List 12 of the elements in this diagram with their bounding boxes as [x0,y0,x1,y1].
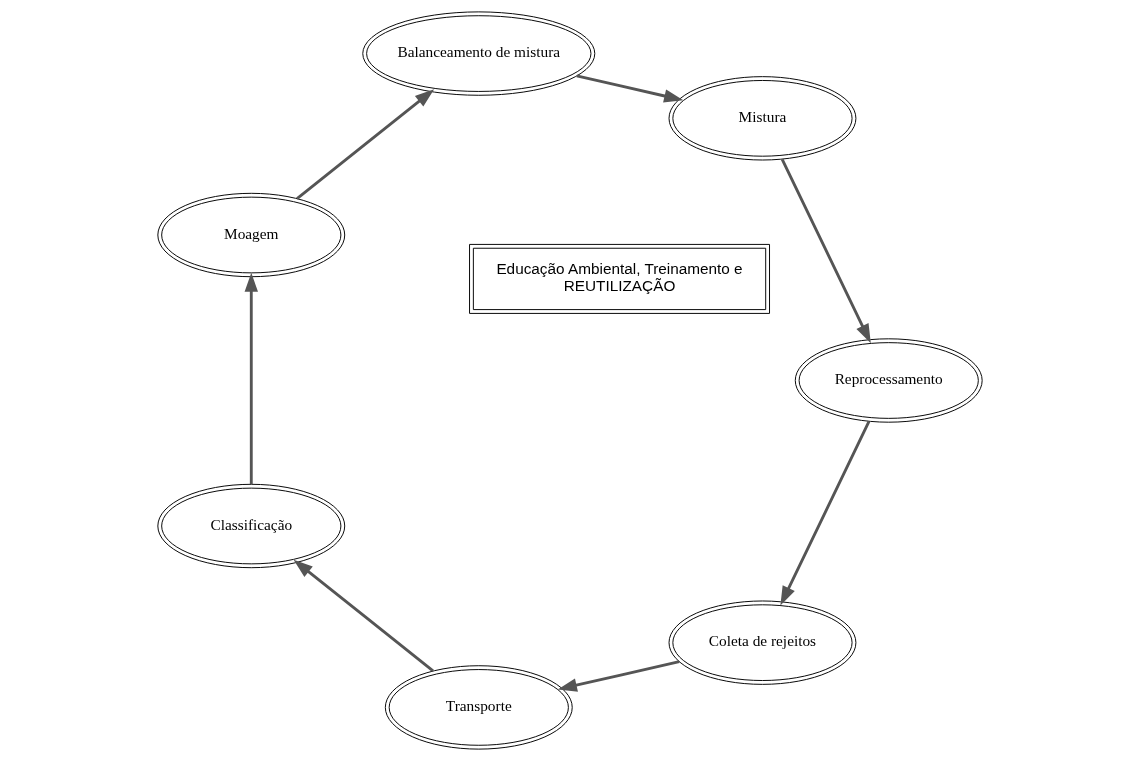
arrow [780,158,871,344]
arrow [293,559,434,673]
arrow [295,89,434,200]
arrow [244,272,258,484]
node-ellipse: Transporte [384,665,573,750]
node-ellipse: Reprocessamento [794,338,983,423]
arrow [575,74,683,103]
node-ellipse: Classificação [156,483,345,569]
node-ellipse: Balanceamento de mistura [361,11,595,96]
node-ellipse: Moagem [156,192,345,278]
arrow [557,660,680,692]
arrow [779,420,870,606]
